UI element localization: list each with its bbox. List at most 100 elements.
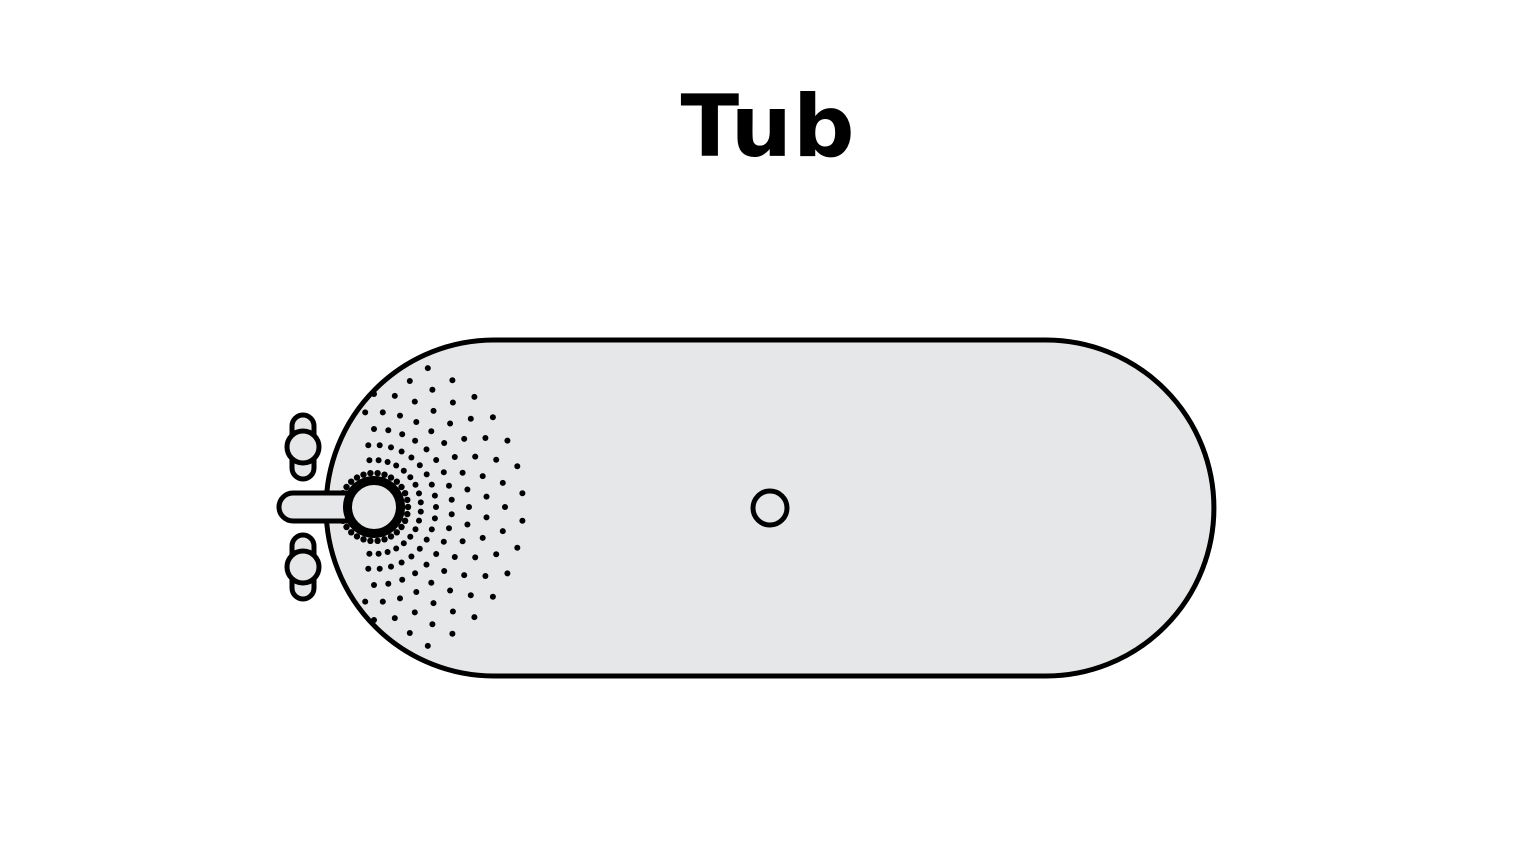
spray-dot <box>441 440 448 446</box>
spray-dot <box>441 568 448 574</box>
spray-dot <box>404 503 412 511</box>
spray-dot <box>387 474 395 481</box>
spray-dot <box>412 526 419 533</box>
spray-dot <box>431 515 438 522</box>
spray-dot <box>398 483 405 491</box>
spray-dot <box>447 420 454 427</box>
spray-dot <box>365 442 372 449</box>
spray-dot <box>428 579 435 586</box>
spray-dot <box>433 457 440 463</box>
spray-dot <box>423 561 430 568</box>
spray-dot <box>451 554 458 560</box>
spray-dot <box>417 499 424 506</box>
spray-dot <box>464 521 471 528</box>
spray-dot <box>379 598 386 605</box>
spray-dot <box>440 538 447 545</box>
spray-dot <box>404 496 411 504</box>
spray-dot <box>411 609 418 616</box>
spray-dot <box>406 630 413 636</box>
spray-dot <box>416 490 422 497</box>
page-title: Tub <box>680 77 856 177</box>
spray-dot <box>423 446 430 453</box>
spray-dot <box>467 592 474 599</box>
spray-dot <box>416 517 422 524</box>
spray-dot <box>379 409 386 416</box>
spray-dot <box>412 481 419 488</box>
spray-dot <box>374 537 381 544</box>
spray-dot <box>519 517 526 524</box>
spray-dot <box>397 595 403 602</box>
spray-dot <box>353 474 361 481</box>
spray-dot <box>384 549 391 555</box>
spray-dot <box>413 419 420 425</box>
spray-dot <box>489 414 496 421</box>
spray-dot <box>388 444 394 451</box>
spray-dot <box>449 377 456 384</box>
spray-dot <box>489 593 496 600</box>
spray-dot <box>384 459 391 465</box>
spray-dot <box>408 553 415 560</box>
drain-icon <box>750 488 790 528</box>
spray-dot <box>461 572 468 579</box>
spray-dot <box>407 474 414 481</box>
faucet-spout-icon <box>276 476 405 538</box>
spray-dot <box>371 426 377 432</box>
spray-dot <box>472 554 479 561</box>
spray-dot <box>447 587 454 594</box>
spray-dot <box>424 642 431 649</box>
spray-dot <box>413 589 420 595</box>
spray-dot <box>371 617 377 623</box>
spray-dot <box>416 545 423 552</box>
spray-dot <box>483 514 490 521</box>
spray-dot <box>466 504 472 510</box>
spray-dot <box>461 435 468 442</box>
spray-dot <box>404 510 411 518</box>
spray-dot <box>446 525 452 532</box>
spray-dot <box>424 365 431 372</box>
spray-dot <box>376 442 383 449</box>
spray-dot <box>401 490 409 497</box>
spray-dot <box>479 473 486 480</box>
spray-dot <box>366 550 373 557</box>
spray-dot <box>428 526 435 533</box>
spray-dot <box>366 457 373 464</box>
spray-dot <box>360 471 367 478</box>
spray-dot <box>459 469 466 476</box>
spray-dot <box>400 540 407 547</box>
spray-dot <box>362 409 369 416</box>
spray-dot <box>411 398 418 405</box>
spray-dot <box>393 462 400 469</box>
spray-dot <box>448 511 455 518</box>
spray-dot <box>348 478 355 485</box>
spray-dot <box>381 536 388 543</box>
spray-dot <box>433 551 440 557</box>
spray-dot <box>343 523 350 531</box>
spray-dot <box>430 407 437 414</box>
spray-dot <box>393 478 400 485</box>
spray-dot <box>398 559 405 566</box>
spray-dot <box>499 528 506 535</box>
spray-dot <box>429 621 436 628</box>
spray-dot <box>449 630 456 637</box>
spray-dot <box>430 600 437 607</box>
spray-dot <box>391 392 398 399</box>
spray-dot <box>449 399 456 406</box>
tap-handle-icon <box>284 412 322 482</box>
spray-dot <box>406 378 413 384</box>
spray-dot <box>391 615 398 622</box>
spray-dot <box>423 536 430 543</box>
spray-dot <box>471 614 478 621</box>
spray-dot <box>397 412 403 419</box>
spray-dot <box>514 463 521 470</box>
spray-dot <box>371 391 377 397</box>
spray-dot <box>416 462 423 469</box>
spray-dot <box>493 456 500 463</box>
spray-dot <box>493 551 500 558</box>
spray-dot <box>385 427 392 434</box>
spray-dot <box>502 504 508 510</box>
spray-dot <box>353 533 361 540</box>
tap-handle-icon <box>284 532 322 602</box>
spray-dot <box>459 538 466 545</box>
spray-dot <box>431 492 438 499</box>
